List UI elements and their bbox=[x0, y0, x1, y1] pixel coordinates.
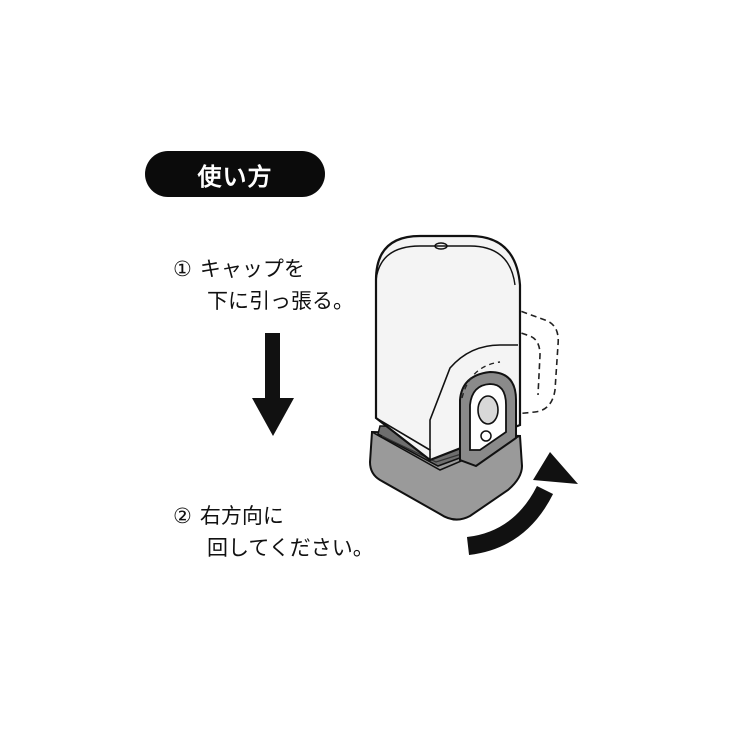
step-2-number: ② bbox=[173, 504, 192, 528]
usage-title-pill: 使い方 bbox=[145, 151, 325, 197]
step-2-line2: 回してください。 bbox=[207, 536, 374, 560]
step-2-line1: 右方向に bbox=[199, 504, 284, 528]
step-1-line1: キャップを bbox=[199, 257, 305, 281]
down-arrow-icon bbox=[252, 333, 294, 436]
step-1-number: ① bbox=[173, 257, 192, 281]
step-1-instruction: ① キャップを 下に引っ張る。 bbox=[173, 253, 354, 317]
rotate-right-arrow-icon bbox=[466, 452, 578, 555]
cap-side-window bbox=[459, 361, 517, 468]
step-1-line2: 下に引っ張る。 bbox=[207, 289, 354, 313]
usage-title: 使い方 bbox=[197, 162, 273, 191]
step-2-instruction: ② 右方向に 回してください。 bbox=[173, 500, 374, 564]
